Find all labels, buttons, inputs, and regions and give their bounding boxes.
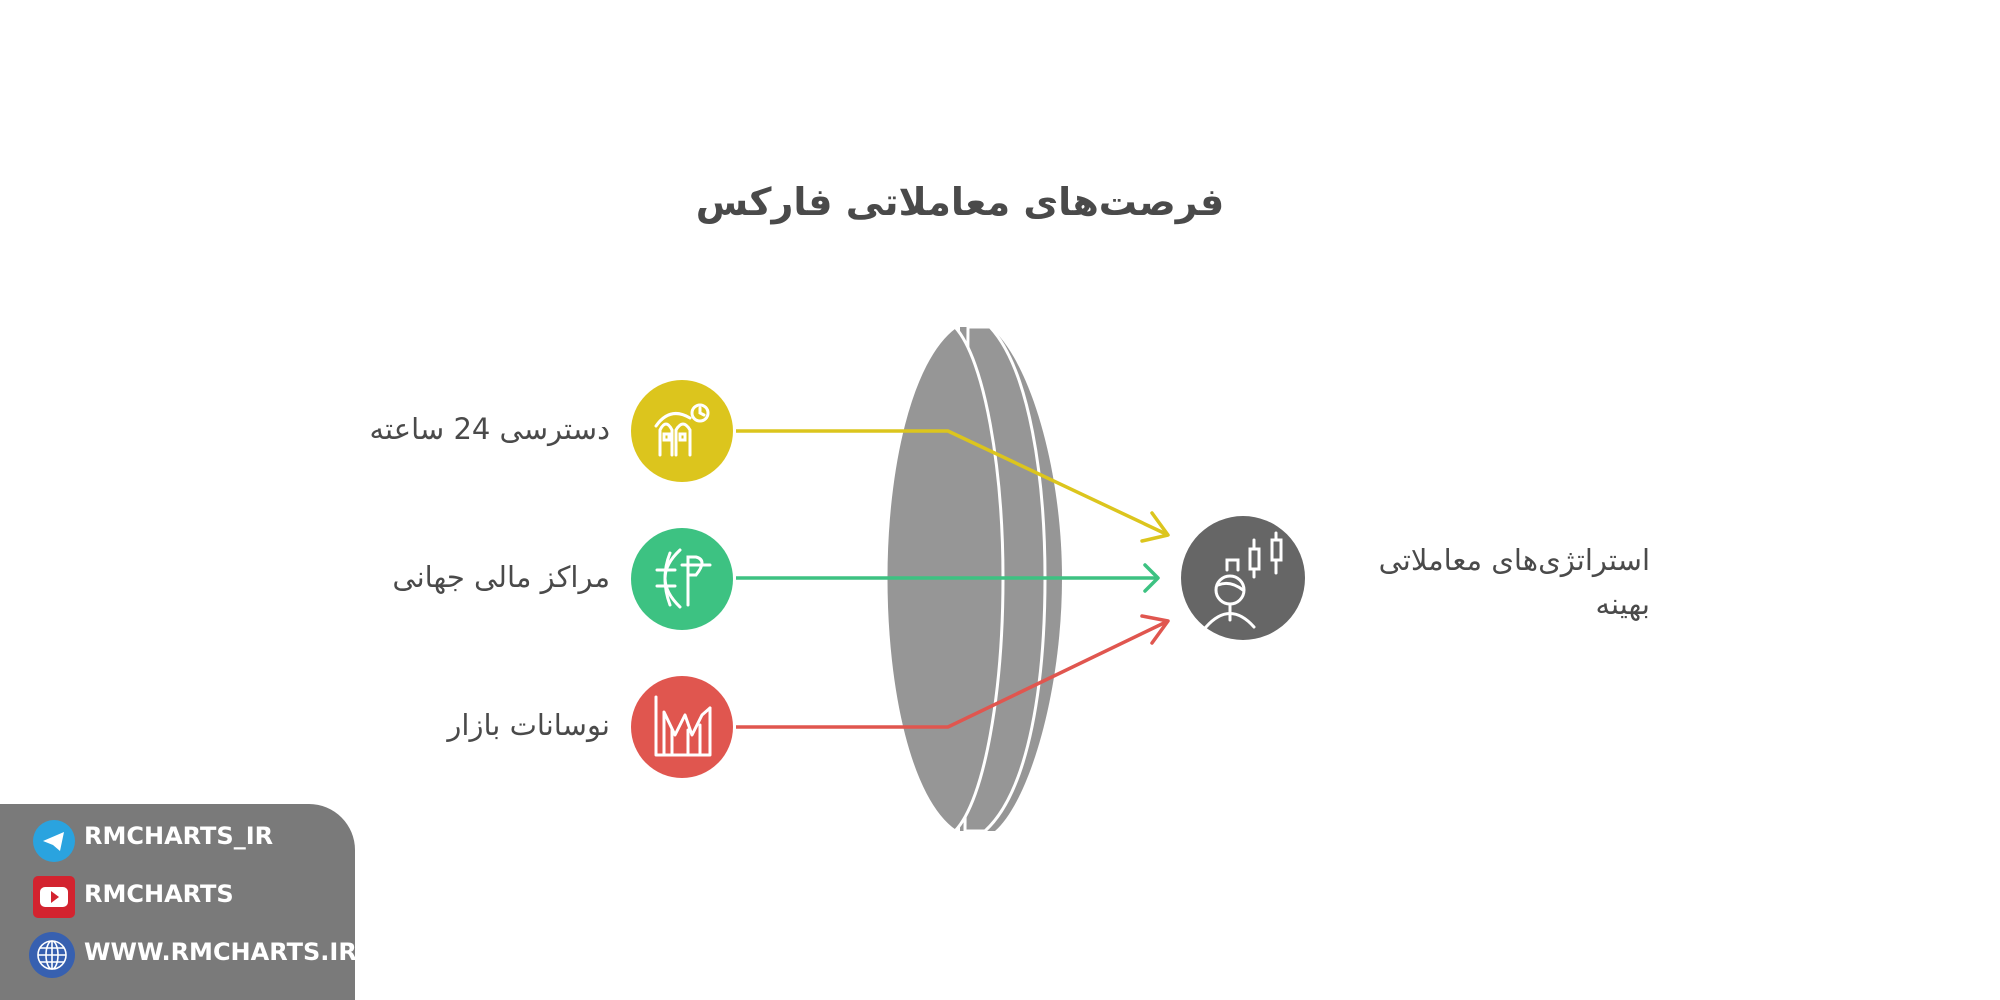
people-clock-icon — [654, 403, 710, 457]
output-label-line1: استراتژی‌های معاملاتی — [1378, 543, 1650, 577]
connector-yellow — [736, 429, 1170, 543]
social-links-panel: RMCHARTS_IR RMCHARTS WWW.RMCHARTS.IR — [0, 804, 357, 1000]
volatility-chart-icon — [654, 695, 712, 757]
input-node-global — [631, 528, 733, 630]
input-label-24h: دسترسی 24 ساعته — [369, 412, 610, 446]
input-label-global: مراکز مالی جهانی — [392, 560, 610, 594]
input-label-volatility: نوسانات بازار — [447, 708, 610, 742]
page-title: فرصت‌های معاملاتی فارکس — [695, 180, 1225, 224]
output-node — [1181, 516, 1305, 640]
connector-red — [736, 614, 1170, 729]
trader-candlestick-icon — [1204, 531, 1283, 629]
website-link[interactable]: WWW.RMCHARTS.IR — [84, 938, 357, 966]
telegram-link[interactable]: RMCHARTS_IR — [84, 822, 274, 850]
globe-currency-icon — [655, 548, 712, 609]
output-label-line2: بهینه — [1595, 587, 1651, 621]
youtube-icon[interactable] — [33, 876, 75, 918]
connector-green — [736, 563, 1160, 593]
globe-icon[interactable] — [29, 932, 75, 978]
input-node-volatility — [631, 676, 733, 778]
output-label: استراتژی‌های معاملاتی بهینه — [1330, 538, 1650, 626]
input-node-24h — [631, 380, 733, 482]
youtube-link[interactable]: RMCHARTS — [84, 880, 234, 908]
telegram-icon[interactable] — [32, 819, 76, 863]
